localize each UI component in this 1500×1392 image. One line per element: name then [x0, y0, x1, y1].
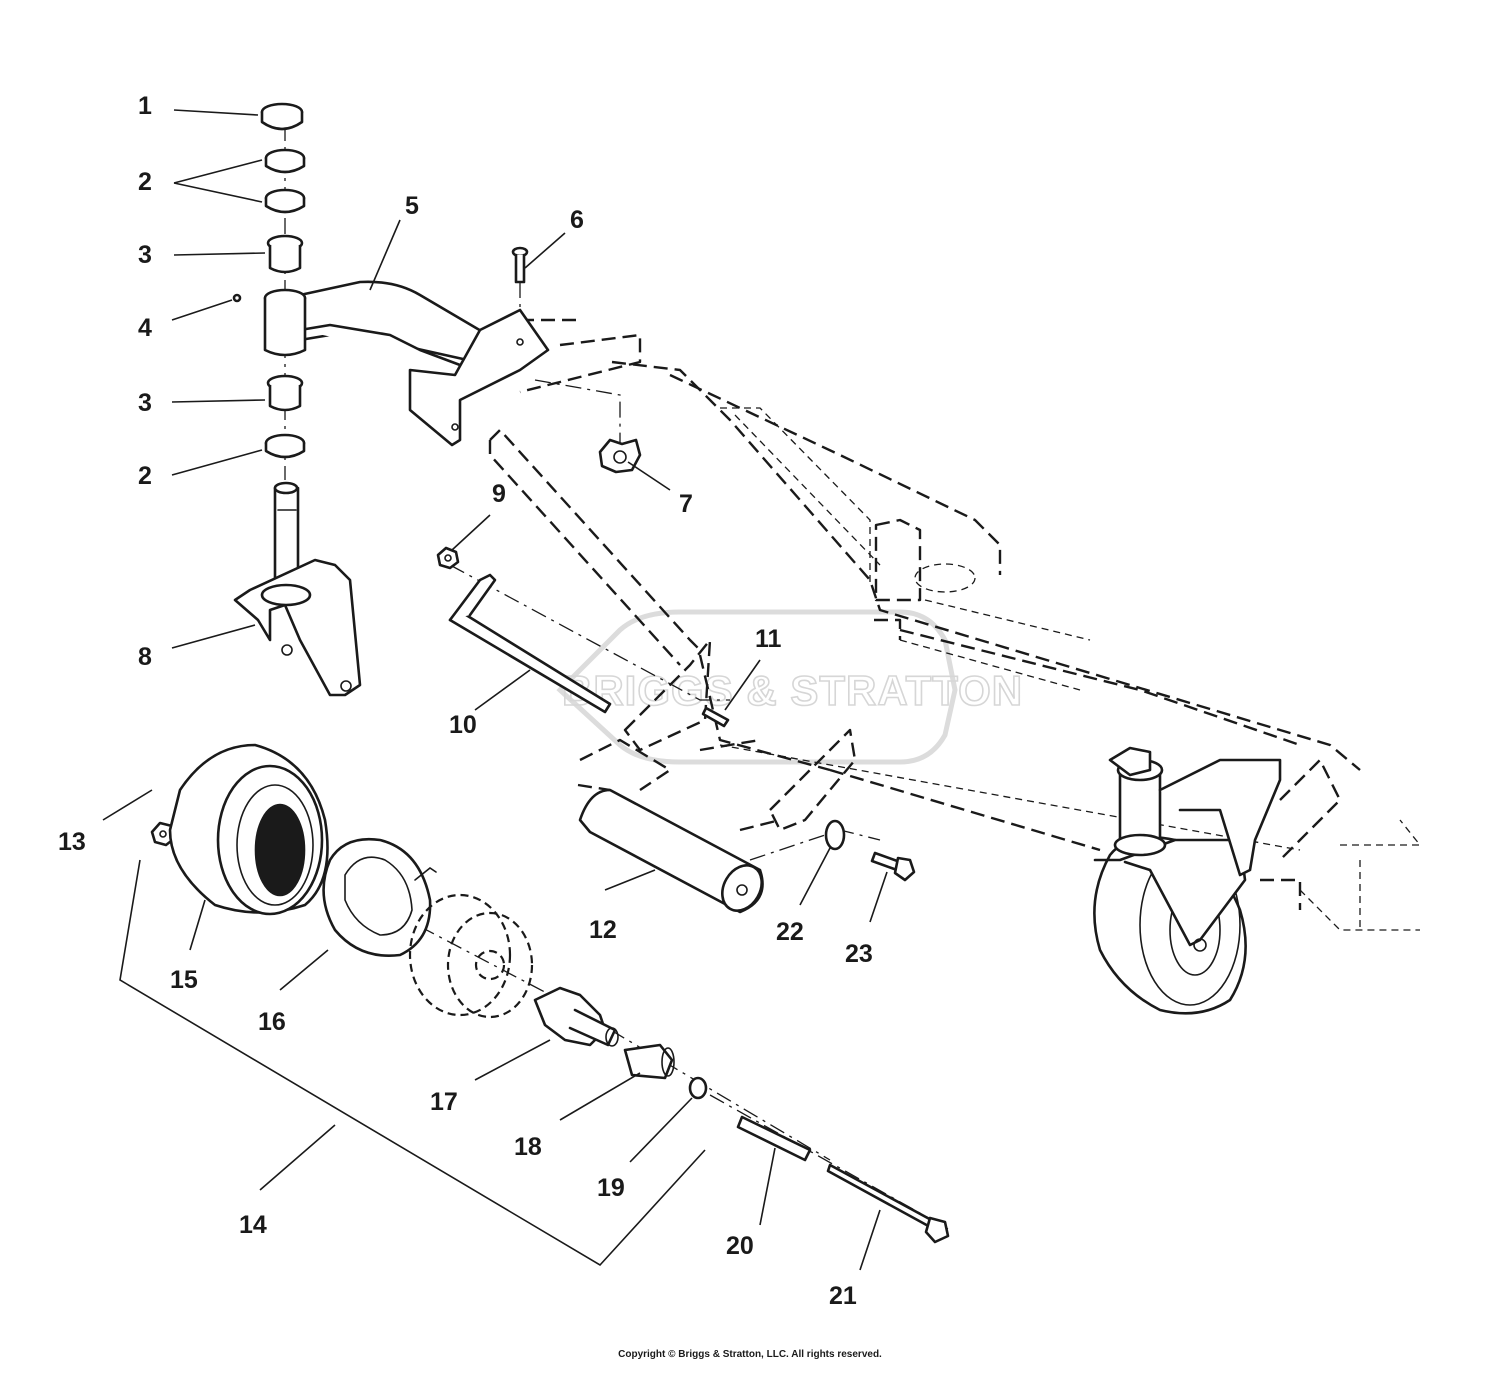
callout-4: 4 — [138, 314, 152, 342]
copyright-notice: Copyright © Briggs & Stratton, LLC. All … — [618, 1349, 882, 1360]
part-caster-fork — [233, 481, 362, 697]
part-carriage-bolt — [511, 246, 529, 284]
part-bolt-11 — [701, 706, 730, 728]
callout-15: 15 — [170, 966, 198, 994]
part-axle-bolt — [826, 1163, 950, 1244]
part-tire — [168, 743, 329, 916]
callout-17: 17 — [430, 1088, 458, 1116]
callout-2-bottom: 2 — [138, 462, 152, 490]
callout-1: 1 — [138, 92, 152, 120]
callout-21: 21 — [829, 1282, 857, 1310]
part-washers — [264, 148, 306, 459]
part-bearing — [623, 1043, 675, 1080]
callout-7: 7 — [679, 490, 693, 518]
callout-12: 12 — [589, 916, 617, 944]
callout-22: 22 — [776, 918, 804, 946]
part-rod — [448, 573, 612, 714]
watermark-text: BRIGGS & STRATTON — [562, 667, 1023, 714]
part-hub — [533, 986, 619, 1047]
callout-13: 13 — [58, 828, 86, 856]
part-hex-bolt — [870, 851, 916, 882]
callout-5: 5 — [405, 192, 419, 220]
callout-19: 19 — [597, 1174, 625, 1202]
part-spacer — [736, 1115, 812, 1162]
part-inner-tube — [322, 837, 437, 957]
callout-14: 14 — [239, 1211, 267, 1239]
callout-8: 8 — [138, 643, 152, 671]
callout-3-bottom: 3 — [138, 389, 152, 417]
callout-18: 18 — [514, 1133, 542, 1161]
part-flange-nut — [598, 438, 642, 474]
callout-11: 11 — [755, 625, 782, 653]
deck-frame — [488, 318, 1422, 931]
part-caster-arm — [263, 280, 550, 447]
assembled-caster-wheel — [1093, 746, 1282, 1015]
part-roller — [578, 788, 764, 914]
callout-6: 6 — [570, 206, 584, 234]
part-rim — [408, 893, 534, 1019]
callout-20: 20 — [726, 1232, 754, 1260]
callout-16: 16 — [258, 1008, 286, 1036]
callout-2-top: 2 — [138, 168, 152, 196]
brand-watermark: BRIGGS & STRATTON — [556, 609, 1023, 765]
callout-10: 10 — [449, 711, 477, 739]
part-washer-22 — [824, 819, 846, 851]
leader-lines — [102, 109, 888, 1271]
part-washer-19 — [688, 1076, 708, 1100]
callout-9: 9 — [492, 480, 506, 508]
callout-labels: 1 2 3 4 3 2 5 6 7 8 9 10 11 12 13 14 15 … — [58, 92, 873, 1310]
part-bushings — [266, 234, 304, 412]
part-nut-9 — [436, 546, 460, 570]
part-cap — [260, 102, 304, 131]
part-grease-fitting — [232, 293, 242, 303]
callout-3-top: 3 — [138, 241, 152, 269]
callout-23: 23 — [845, 940, 873, 968]
